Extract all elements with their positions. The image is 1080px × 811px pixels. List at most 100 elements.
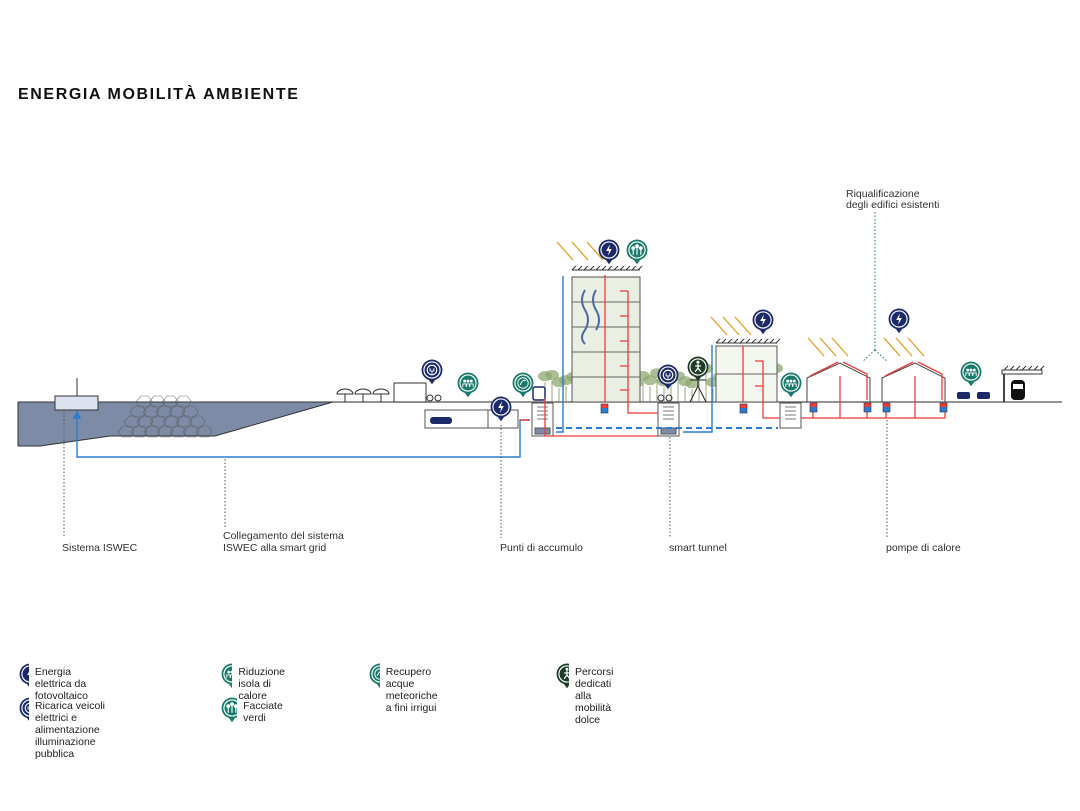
legend-label: Ricarica veicoli elettrici e: [34, 700, 105, 724]
bolt-pin: [490, 396, 512, 422]
bolt-pin: [888, 308, 910, 334]
charging-icon: [662, 369, 674, 381]
sun-ray: [710, 316, 728, 336]
storage-units: [531, 402, 802, 437]
heat-pumps: [600, 402, 948, 414]
solar-panels: [571, 265, 1045, 371]
legend-label: Percorsi dedicati: [574, 666, 614, 690]
bolt-icon: [498, 401, 504, 413]
sun-ray: [556, 241, 574, 261]
sun-ray: [571, 241, 589, 261]
green-facade-pin: [626, 239, 648, 265]
tall-building: [571, 276, 641, 403]
storage-unit: [779, 402, 802, 429]
heat-island-icon: [226, 670, 233, 678]
pedestrian-pin: [556, 663, 569, 689]
tree-crown: [643, 375, 657, 386]
car-icon: [430, 417, 452, 424]
pedestrian-icon: [694, 360, 702, 373]
bolt-pin: [598, 239, 620, 265]
heat-island-icon: [785, 379, 797, 387]
charging-icon: [24, 702, 29, 714]
rainwater-pin: [369, 663, 380, 688]
tree-crown: [545, 370, 559, 381]
label-riqualificazione-2: degli edifici esistenti: [846, 199, 939, 211]
label-riqualificazione-1: Riqualificazione: [846, 188, 920, 200]
rainwater-pin: [512, 372, 534, 398]
charging-pin: [657, 364, 679, 390]
bus-icon: [532, 386, 546, 401]
legend-item: Energia elettrica da fotovoltaico: [18, 662, 101, 702]
bolt-pin: [752, 309, 774, 335]
heat-pump: [882, 402, 891, 413]
map-pins: [421, 239, 982, 422]
sun-ray: [734, 316, 752, 336]
sun-ray: [895, 337, 913, 357]
sun-ray: [586, 241, 604, 261]
pedestrian-pin: [687, 356, 709, 382]
heat-island-pin: [457, 372, 479, 398]
callout-lines: [63, 212, 889, 538]
legend-label: Recupero acque meteoriche: [385, 666, 438, 702]
storage-unit: [531, 402, 554, 437]
kiosk: [393, 382, 427, 403]
charging-pin: [19, 697, 29, 721]
label-accumulo: Punti di accumulo: [500, 542, 583, 554]
sun-ray: [907, 337, 925, 357]
heat-pump: [809, 402, 818, 413]
sun-ray: [722, 316, 740, 336]
legend-label: Riduzione isola di calore: [238, 666, 286, 702]
heat-island-icon: [462, 379, 474, 387]
heat-pump: [939, 402, 948, 413]
iswec-float: [54, 395, 99, 411]
charging-pin: [421, 359, 443, 385]
heat-island-pin: [960, 361, 982, 387]
sun-ray: [883, 337, 901, 357]
bolt-pin: [19, 663, 29, 687]
heat-island-pin: [780, 372, 802, 398]
rainwater-icon: [374, 668, 380, 680]
storage-unit: [657, 402, 680, 437]
legend-label: alla mobilità dolce: [574, 690, 612, 726]
heat-pump: [739, 403, 748, 414]
heat-pump: [600, 403, 609, 414]
label-tunnel: smart tunnel: [669, 542, 727, 554]
train-icon: [1011, 380, 1025, 400]
legend-item: Riduzione isola di calore: [220, 662, 297, 702]
train-station: [1001, 369, 1043, 402]
green-facade-icon: [226, 702, 238, 713]
pedestrian-icon: [563, 667, 569, 680]
bolt-icon: [896, 313, 902, 325]
green-facade-icon: [631, 244, 643, 255]
bolt-icon: [606, 244, 612, 256]
sun-ray: [807, 337, 825, 357]
sun-ray: [819, 337, 837, 357]
cars-icon: [957, 392, 990, 399]
legend-label: Energia elettrica da fotovoltaico: [34, 666, 88, 702]
tree-crown: [685, 378, 699, 389]
bicycle-icons: [426, 394, 673, 402]
beach-umbrellas: [336, 388, 390, 402]
heat-pump: [863, 402, 872, 413]
green-facade-pin: [221, 697, 238, 723]
label-collegamento-2: ISWEC alla smart grid: [223, 542, 326, 554]
label-pompe: pompe di calore: [886, 542, 961, 554]
breakwater-rocks: [117, 395, 213, 438]
page-title: ENERGIA MOBILITÀ AMBIENTE: [18, 86, 300, 103]
rainwater-icon: [517, 377, 529, 389]
legend-label: a fini irrigui: [385, 702, 437, 714]
legend-label: alimentazione illuminazione pubblica: [34, 724, 100, 760]
heat-island-pin: [221, 663, 233, 689]
legend-label: Facciate verdi: [243, 700, 283, 724]
charging-icon: [426, 364, 438, 376]
label-collegamento-1: Collegamento del sistema: [223, 530, 344, 542]
sun-ray: [831, 337, 849, 357]
existing-buildings: [806, 361, 946, 402]
legend-item: Facciate verdi: [220, 696, 290, 726]
bolt-icon: [760, 314, 766, 326]
small-building: [715, 345, 778, 403]
